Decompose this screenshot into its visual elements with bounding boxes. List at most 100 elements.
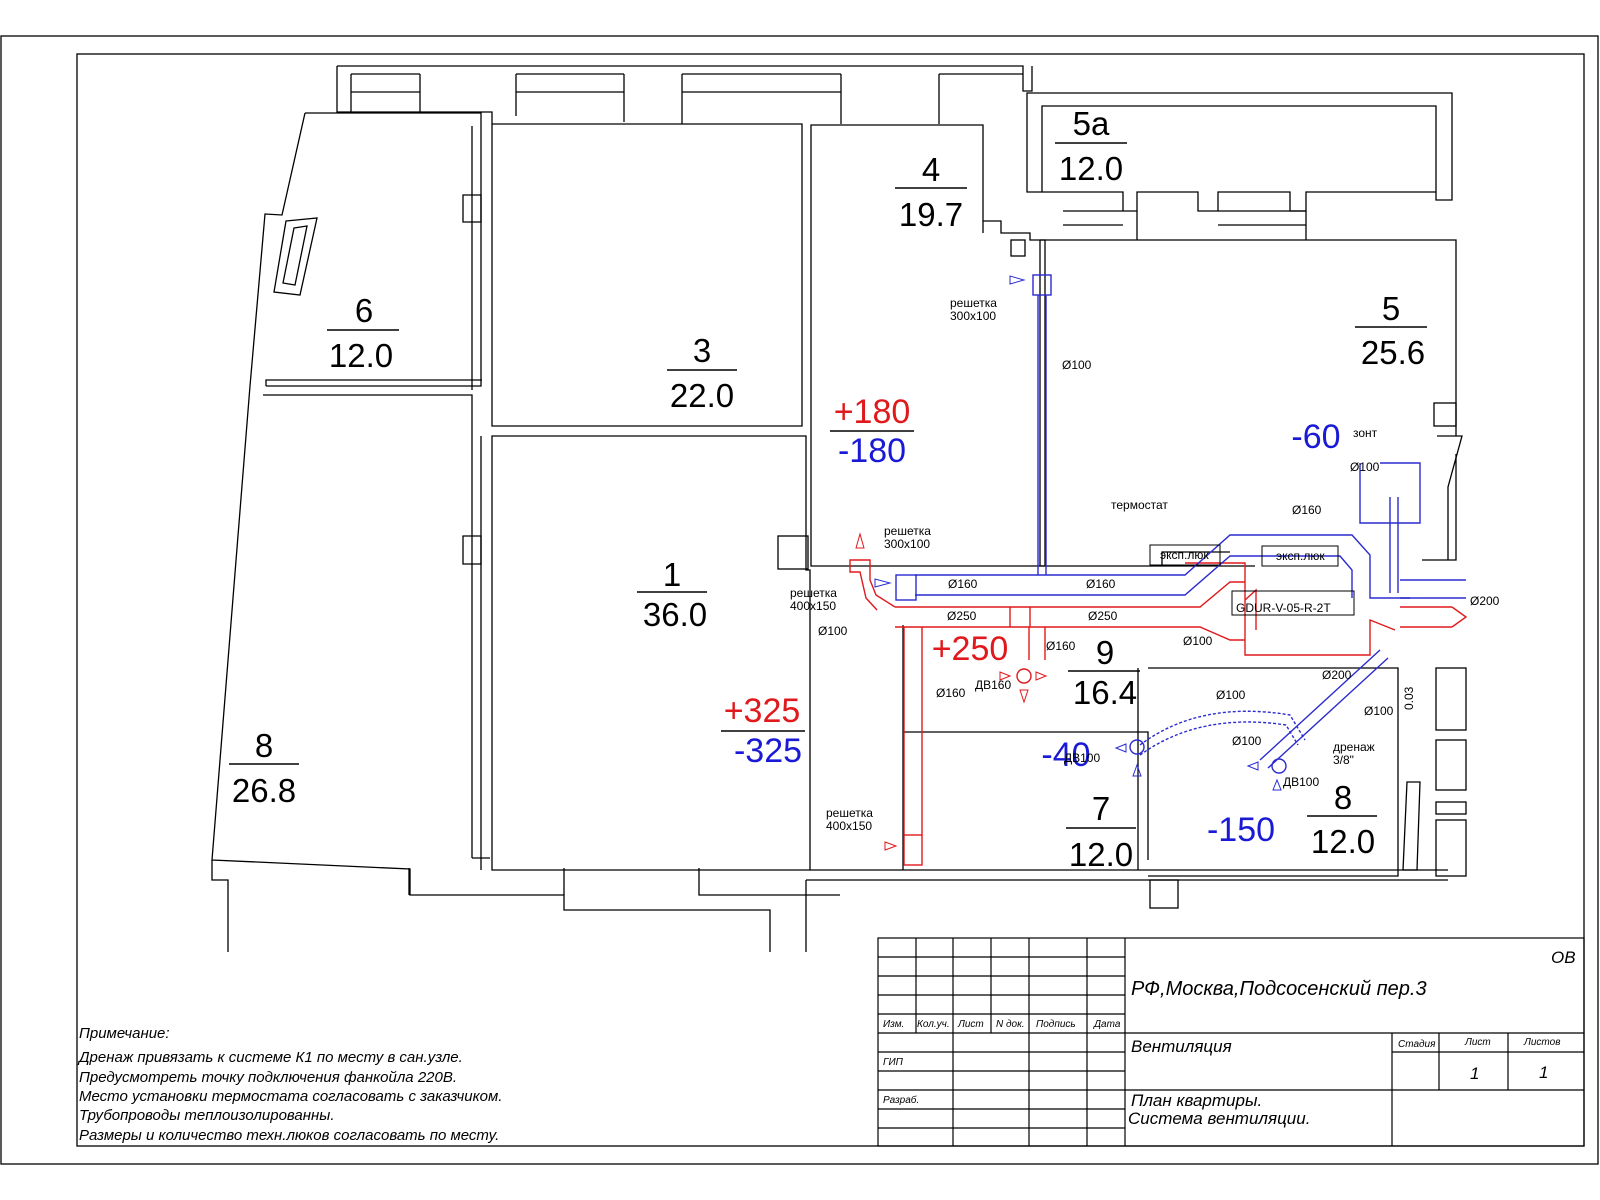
svg-text:300х100: 300х100 — [950, 309, 996, 323]
svg-text:Размеры и количество техн.люко: Размеры и количество техн.люков согласов… — [79, 1127, 499, 1144]
room-4-label: 4 19.7 — [895, 151, 967, 233]
svg-text:решетка: решетка — [950, 296, 997, 310]
svg-text:Листов: Листов — [1523, 1037, 1560, 1048]
inner-frame — [76, 53, 1585, 1147]
svg-text:Ø100: Ø100 — [1350, 460, 1380, 474]
svg-text:5а: 5а — [1073, 105, 1110, 142]
svg-text:Ø250: Ø250 — [1088, 609, 1118, 623]
svg-text:25.6: 25.6 — [1361, 334, 1425, 371]
svg-text:6: 6 — [355, 292, 373, 329]
duct-annotations: решетка 300х100 решетка 300х100 решетка … — [790, 296, 1500, 833]
svg-text:эксп.люк: эксп.люк — [1276, 549, 1325, 563]
svg-text:решетка: решетка — [790, 586, 837, 600]
outer-frame — [0, 35, 1599, 1165]
hatch-box-a — [1149, 544, 1221, 566]
exhaust-ducts — [874, 274, 1466, 791]
room9-supply-flow: +250 — [932, 630, 1009, 668]
room-1-label: 1 36.0 — [637, 556, 707, 633]
svg-text:Ø160: Ø160 — [948, 577, 978, 591]
svg-text:12.0: 12.0 — [1311, 823, 1375, 860]
svg-text:300х100: 300х100 — [884, 537, 930, 551]
room-8-right-label: 8 12.0 — [1307, 779, 1377, 860]
svg-text:Ø100: Ø100 — [1364, 704, 1394, 718]
svg-text:3/8": 3/8" — [1333, 753, 1354, 767]
room7-exhaust-flow: -40 — [1041, 736, 1090, 774]
svg-text:Ø100: Ø100 — [1232, 734, 1262, 748]
room1-supply-flow: +325 — [724, 692, 801, 730]
svg-text:Ø200: Ø200 — [1322, 668, 1352, 682]
svg-text:22.0: 22.0 — [670, 377, 734, 414]
room-5a-label: 5а 12.0 — [1055, 105, 1127, 187]
sheets-count: 1 — [1539, 1063, 1548, 1082]
room4-supply-flow: +180 — [834, 393, 911, 431]
drawing-title-line2: Система вентиляции. — [1128, 1109, 1310, 1128]
svg-text:400х150: 400х150 — [790, 599, 836, 613]
room-9-label: 9 16.4 — [1068, 634, 1140, 711]
svg-text:4: 4 — [922, 151, 940, 188]
svg-text:Изм.: Изм. — [883, 1019, 904, 1030]
svg-text:400х150: 400х150 — [826, 819, 872, 833]
sheet-number: 1 — [1470, 1064, 1479, 1083]
svg-text:эксп.люк: эксп.люк — [1160, 548, 1209, 562]
svg-text:GDUR-V-05-R-2T: GDUR-V-05-R-2T — [1236, 601, 1331, 615]
svg-text:36.0: 36.0 — [643, 596, 707, 633]
room-labels: 1 36.0 3 22.0 4 19.7 5а 12.0 5 25.6 6 12… — [229, 105, 1427, 873]
svg-text:12.0: 12.0 — [329, 337, 393, 374]
room-6-label: 6 12.0 — [327, 292, 399, 374]
svg-text:Место установки термостата сог: Место установки термостата согласовать с… — [79, 1088, 502, 1105]
svg-text:ДВ100: ДВ100 — [1064, 751, 1100, 765]
svg-text:зонт: зонт — [1353, 426, 1378, 440]
supply-ducts — [849, 559, 1468, 866]
room8-exhaust-flow: -150 — [1207, 811, 1275, 849]
svg-text:Ø100: Ø100 — [818, 624, 848, 638]
svg-text:Ø100: Ø100 — [1183, 634, 1213, 648]
svg-text:Ø200: Ø200 — [1470, 594, 1500, 608]
svg-text:Ø160: Ø160 — [1046, 639, 1076, 653]
svg-text:Ø100: Ø100 — [1216, 688, 1246, 702]
drawing-code: ОВ — [1551, 948, 1576, 967]
svg-text:Лист: Лист — [957, 1019, 984, 1030]
svg-text:термостат: термостат — [1111, 498, 1168, 512]
svg-text:Примечание:: Примечание: — [79, 1025, 170, 1042]
svg-text:решетка: решетка — [826, 806, 873, 820]
svg-text:Трубопроводы теплоизолированны: Трубопроводы теплоизолированны. — [79, 1107, 335, 1124]
svg-text:решетка: решетка — [884, 524, 931, 538]
svg-text:16.4: 16.4 — [1073, 674, 1137, 711]
room1-exhaust-flow: -325 — [734, 732, 802, 770]
svg-text:Дренаж привязать к системе К1: Дренаж привязать к системе К1 по месту в… — [77, 1049, 463, 1066]
svg-text:12.0: 12.0 — [1069, 836, 1133, 873]
svg-text:3: 3 — [693, 332, 711, 369]
svg-text:Кол.уч.: Кол.уч. — [917, 1019, 950, 1030]
drawing-title-line1: План квартиры. — [1131, 1091, 1262, 1110]
notes-block: Примечание: Дренаж привязать к системе К… — [77, 1025, 502, 1144]
svg-text:8: 8 — [1334, 779, 1352, 816]
svg-text:Ø100: Ø100 — [1062, 358, 1092, 372]
room4-exhaust-flow: -180 — [838, 432, 906, 470]
airflow-values: +180 -180 +325 -325 +250 -60 -40 -150 — [721, 393, 1341, 849]
svg-text:19.7: 19.7 — [899, 196, 963, 233]
room-3-label: 3 22.0 — [667, 332, 737, 414]
svg-text:Ø160: Ø160 — [1292, 503, 1322, 517]
project-address: РФ,Москва,Подсосенский пер.3 — [1131, 978, 1427, 1000]
svg-text:ДВ100: ДВ100 — [1283, 775, 1319, 789]
svg-text:12.0: 12.0 — [1059, 150, 1123, 187]
svg-text:0.03: 0.03 — [1402, 686, 1416, 710]
svg-text:1: 1 — [663, 556, 681, 593]
room-5-label: 5 25.6 — [1355, 290, 1427, 371]
svg-text:Стадия: Стадия — [1398, 1039, 1436, 1050]
svg-text:N док.: N док. — [996, 1019, 1025, 1030]
svg-text:Ø250: Ø250 — [947, 609, 977, 623]
svg-text:Ø160: Ø160 — [1086, 577, 1116, 591]
svg-text:Лист: Лист — [1464, 1037, 1491, 1048]
section-name: Вентиляция — [1131, 1037, 1232, 1056]
room-8-left-label: 8 26.8 — [229, 727, 299, 809]
svg-text:Дата: Дата — [1093, 1019, 1121, 1030]
svg-text:ГИП: ГИП — [883, 1057, 904, 1068]
title-block: Изм. Кол.уч. Лист N док. Подпись Дата ГИ… — [877, 937, 1585, 1147]
svg-text:дренаж: дренаж — [1333, 740, 1375, 754]
hatch-box-b — [1261, 545, 1339, 567]
svg-text:8: 8 — [255, 727, 273, 764]
svg-text:Подпись: Подпись — [1036, 1019, 1076, 1030]
building-walls — [211, 65, 1467, 952]
